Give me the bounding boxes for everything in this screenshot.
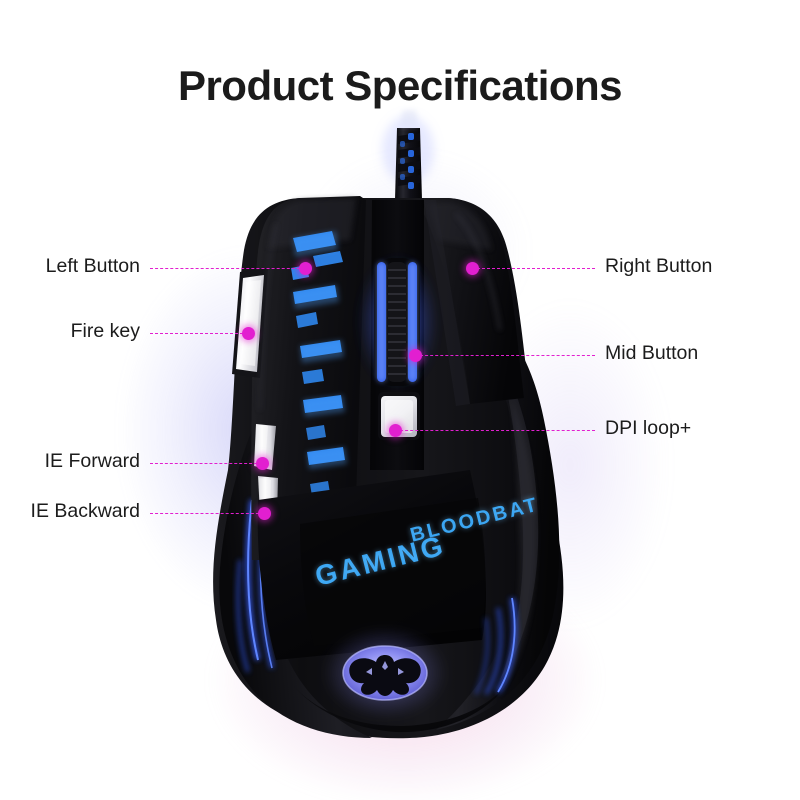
left-button-led-glow [293,231,347,469]
right-button [424,198,524,404]
callout-dot-ie-forward [255,456,269,470]
callout-dot-left-button [298,261,312,275]
callout-label-left-button: Left Button [45,255,140,277]
callout-label-fire-key: Fire key [70,320,140,342]
callout-leader-ie-backward [150,513,264,514]
callout-dot-right-button [465,261,479,275]
callout-leader-right-button [472,268,595,269]
callout-leader-mid-button [415,355,595,356]
callout-label-mid-button: Mid Button [605,342,699,364]
scroll-wheel [374,258,420,386]
callout-dot-mid-button [408,348,422,362]
callout-label-right-button: Right Button [605,255,713,277]
callout-leader-left-button [150,268,305,269]
callout-label-dpi-loop: DPI loop+ [605,417,692,439]
callout-label-ie-backward: IE Backward [30,500,140,522]
callout-label-ie-forward: IE Forward [44,450,140,472]
callout-leader-fire-key [150,333,248,334]
callout-dot-fire-key [241,326,255,340]
fire-key-button [232,268,268,378]
callout-dot-ie-backward [257,506,271,520]
usb-cable [382,110,434,200]
callout-leader-dpi-loop [395,430,595,431]
callout-dot-dpi-loop [388,423,402,437]
right-flank [436,300,560,730]
right-led-strips [474,597,517,695]
page-title: Product Specifications [177,62,623,109]
callout-leader-ie-forward [150,463,262,464]
bat-emblem [323,627,447,719]
